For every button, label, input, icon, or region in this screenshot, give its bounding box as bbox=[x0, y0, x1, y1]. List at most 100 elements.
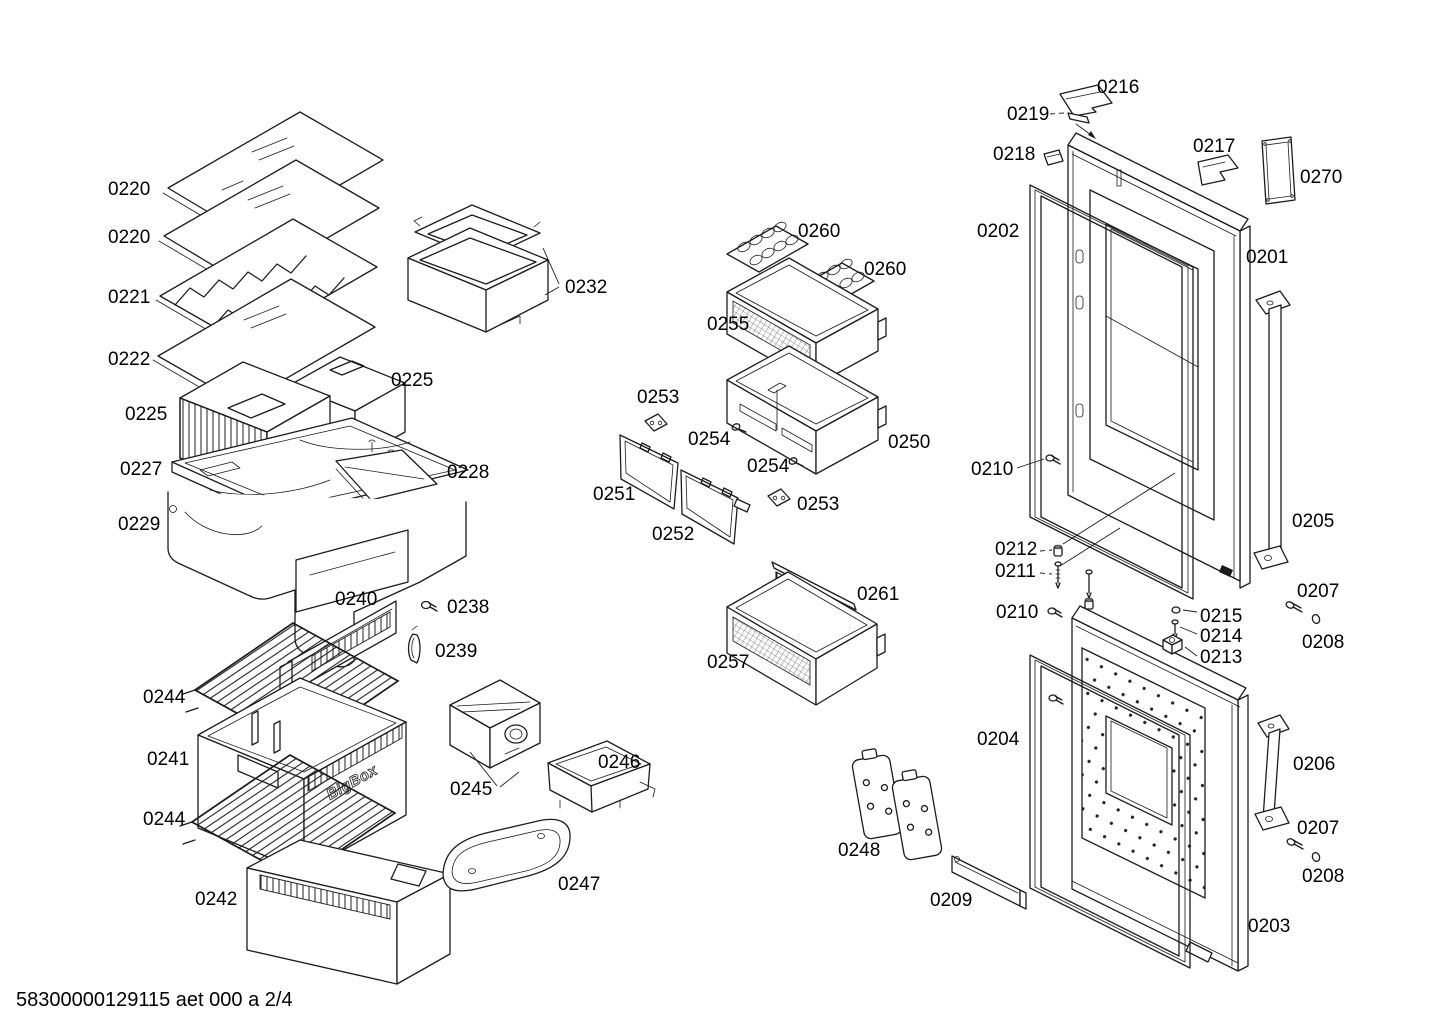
part-label-0246-18: 0246 bbox=[598, 752, 640, 773]
part-label-0214-46: 0214 bbox=[1200, 626, 1243, 647]
part-label-0239-12: 0239 bbox=[435, 641, 477, 662]
part-label-0257-31: 0257 bbox=[707, 652, 749, 673]
part-label-0244-13: 0244 bbox=[143, 687, 186, 708]
part-label-0254-26: 0254 bbox=[747, 456, 790, 477]
part-label-0207-51: 0207 bbox=[1297, 818, 1339, 839]
washer-0215 bbox=[1171, 606, 1181, 614]
clip-0239 bbox=[407, 625, 421, 664]
part-label-0218-34: 0218 bbox=[993, 144, 1035, 165]
part-label-0242-16: 0242 bbox=[195, 889, 237, 910]
hinge-pin-middle bbox=[1084, 569, 1094, 610]
part-label-0225-5: 0225 bbox=[391, 370, 433, 391]
part-label-0215-45: 0215 bbox=[1200, 606, 1242, 627]
ice-pack-right bbox=[891, 769, 943, 861]
freezer-container-body bbox=[407, 227, 549, 333]
part-label-0211-42: 0211 bbox=[995, 561, 1036, 582]
part-label-0221-2: 0221 bbox=[108, 287, 150, 308]
trim-strip-0209 bbox=[951, 855, 1027, 910]
leaders-0215-0214-0213 bbox=[1179, 609, 1198, 657]
part-label-0219-33: 0219 bbox=[1007, 104, 1049, 125]
part-label-0270-36: 0270 bbox=[1300, 167, 1342, 188]
gasket-screw-middle bbox=[1047, 607, 1063, 618]
part-label-0260-20: 0260 bbox=[798, 221, 840, 242]
handle-screw-lower bbox=[1286, 838, 1304, 850]
handle-cap-upper bbox=[1311, 613, 1321, 625]
part-label-0253-28: 0253 bbox=[797, 494, 839, 515]
small-tray-0246 bbox=[547, 740, 656, 813]
cover-panel bbox=[335, 449, 438, 508]
part-label-0208-53: 0208 bbox=[1302, 866, 1344, 887]
part-label-0220-1: 0220 bbox=[108, 227, 150, 248]
part-label-0260-21: 0260 bbox=[864, 259, 906, 280]
part-label-0245-17: 0245 bbox=[450, 779, 492, 800]
flap-0251 bbox=[619, 434, 679, 510]
leader-0210-upper bbox=[1016, 458, 1045, 469]
part-label-0209-54: 0209 bbox=[930, 890, 972, 911]
part-label-0251-27: 0251 bbox=[593, 484, 635, 505]
part-label-0222-3: 0222 bbox=[108, 349, 150, 370]
part-label-0255-22: 0255 bbox=[707, 314, 749, 335]
drip-tray-0247 bbox=[442, 818, 571, 892]
screw-0254-upper bbox=[731, 423, 747, 433]
upper-door-gasket bbox=[1029, 184, 1194, 600]
part-label-0252-29: 0252 bbox=[652, 524, 694, 545]
part-label-0202-37: 0202 bbox=[977, 221, 1019, 242]
handle-cap-lower bbox=[1311, 851, 1321, 863]
bottle-bin-0257 bbox=[726, 571, 886, 706]
drawing-footer: 58300000129115 aet 000 a 2/4 bbox=[16, 989, 293, 1011]
hinge-part-0253-upper bbox=[644, 413, 668, 432]
hinge-bushing-0212 bbox=[1053, 544, 1063, 557]
part-label-0254-24: 0254 bbox=[688, 429, 731, 450]
lower-door bbox=[1071, 605, 1249, 972]
part-label-0201-38: 0201 bbox=[1246, 247, 1288, 268]
trim-0219 bbox=[1049, 112, 1096, 139]
screw-0238 bbox=[420, 600, 438, 612]
part-label-0250-25: 0250 bbox=[888, 432, 930, 453]
part-label-0228-8: 0228 bbox=[447, 462, 489, 483]
part-label-0203-55: 0203 bbox=[1248, 916, 1290, 937]
cover-plate-0270 bbox=[1261, 136, 1296, 205]
part-label-0238-11: 0238 bbox=[447, 597, 489, 618]
part-label-0261-30: 0261 bbox=[857, 584, 899, 605]
part-label-0212-41: 0212 bbox=[995, 539, 1037, 560]
part-label-0253-23: 0253 bbox=[637, 387, 679, 408]
part-label-0227-7: 0227 bbox=[120, 459, 162, 480]
part-label-0205-40: 0205 bbox=[1292, 511, 1334, 532]
screw-0254-lower bbox=[788, 457, 804, 467]
callout-lines-hinge bbox=[1059, 472, 1176, 567]
hinge-block-0213 bbox=[1162, 634, 1183, 655]
part-label-0244-15: 0244 bbox=[143, 809, 186, 830]
handle-screw-upper bbox=[1285, 601, 1303, 613]
hinge-part-0253-lower bbox=[767, 488, 791, 507]
door-handle-short bbox=[1254, 714, 1290, 831]
egg-tray-upper bbox=[726, 221, 809, 273]
leader-0232 bbox=[542, 247, 560, 296]
trim-0217 bbox=[1197, 154, 1239, 186]
part-label-0207-43: 0207 bbox=[1297, 581, 1339, 602]
part-label-0206-50: 0206 bbox=[1293, 754, 1335, 775]
flap-0252 bbox=[680, 469, 751, 545]
leader-0245 bbox=[469, 751, 520, 788]
cap-0218 bbox=[1043, 149, 1064, 166]
door-bin-0250 bbox=[726, 345, 887, 475]
freezer-drawer-bottom bbox=[246, 839, 451, 985]
hinge-pin-0211 bbox=[1054, 561, 1062, 589]
leader-0212-0211 bbox=[1039, 549, 1053, 575]
part-label-0232-6: 0232 bbox=[565, 277, 607, 298]
part-label-0213-47: 0213 bbox=[1200, 647, 1242, 668]
lower-door-gasket bbox=[1029, 654, 1191, 969]
icemaker-unit bbox=[449, 679, 541, 769]
door-handle-long bbox=[1253, 290, 1291, 570]
part-label-0240-10: 0240 bbox=[335, 589, 377, 610]
part-label-0225-4: 0225 bbox=[125, 404, 167, 425]
part-label-0241-14: 0241 bbox=[147, 749, 189, 770]
part-label-0210-44: 0210 bbox=[996, 602, 1038, 623]
part-label-0247-19: 0247 bbox=[558, 874, 600, 895]
part-label-0217-35: 0217 bbox=[1193, 136, 1235, 157]
part-label-0208-48: 0208 bbox=[1302, 632, 1344, 653]
part-label-0210-39: 0210 bbox=[971, 459, 1013, 480]
part-label-0248-52: 0248 bbox=[838, 840, 880, 861]
